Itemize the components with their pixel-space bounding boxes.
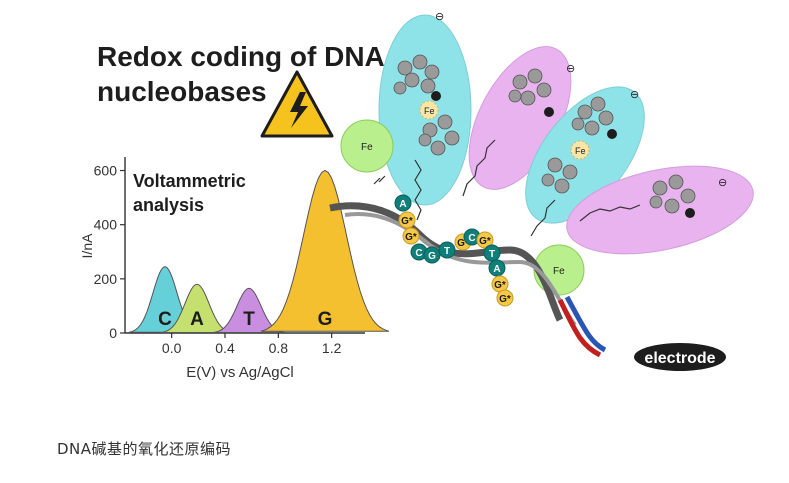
cage-clusters bbox=[393, 54, 696, 218]
x-tick-label: 0.4 bbox=[215, 340, 235, 356]
x-tick-label: 0.8 bbox=[269, 340, 289, 356]
peak-A bbox=[160, 283, 234, 333]
figure-title-line1: Redox coding of DNA bbox=[97, 41, 385, 72]
peak-label-T: T bbox=[243, 309, 255, 330]
peak-label-G: G bbox=[318, 309, 333, 330]
charge-4: ⊖ bbox=[718, 177, 727, 189]
ferrocene-circle-1 bbox=[340, 119, 394, 173]
ferrocene-label-2: Fe bbox=[553, 266, 565, 277]
y-axis-label: I/nA bbox=[79, 233, 95, 259]
warning-icon bbox=[260, 70, 334, 138]
peak-label-C: C bbox=[158, 309, 172, 330]
iron-label-1: Fe bbox=[424, 106, 435, 116]
base-bead bbox=[483, 244, 501, 262]
iron-atom-1 bbox=[419, 100, 439, 120]
base-label: G* bbox=[405, 232, 417, 243]
charge-3: ⊖ bbox=[630, 89, 639, 101]
y-tick-label: 0 bbox=[109, 325, 117, 341]
base-label: G* bbox=[401, 216, 413, 227]
iron-label-2: Fe bbox=[575, 146, 586, 156]
y-tick-label: 600 bbox=[94, 163, 118, 179]
ferrocene-label-1: Fe bbox=[361, 142, 373, 153]
electrode: electrode bbox=[634, 343, 726, 371]
base-label: G bbox=[428, 251, 436, 262]
chart-title-line2: analysis bbox=[133, 195, 205, 215]
base-bead bbox=[476, 231, 494, 249]
base-label: T bbox=[444, 246, 450, 257]
chart-title-line1: Voltammetric bbox=[133, 171, 246, 191]
base-bead bbox=[394, 194, 412, 212]
base-bead bbox=[488, 259, 506, 277]
figure-caption: DNA碱基的氧化还原编码 bbox=[57, 440, 232, 458]
base-bead bbox=[398, 211, 416, 229]
electrode-label: electrode bbox=[644, 350, 715, 367]
y-tick-label: 400 bbox=[94, 217, 118, 233]
base-bead bbox=[402, 227, 420, 245]
base-label: G* bbox=[494, 280, 506, 291]
y-tick-label: 200 bbox=[94, 271, 118, 287]
base-label: G* bbox=[499, 294, 511, 305]
base-label: A bbox=[399, 199, 406, 210]
x-axis-label: E(V) vs Ag/AgCl bbox=[186, 364, 294, 381]
base-label: G* bbox=[457, 238, 469, 249]
peak-label-A: A bbox=[190, 309, 204, 330]
carborane-cluster-ellipses bbox=[340, 14, 754, 296]
peak-G bbox=[260, 169, 390, 332]
charge-2: ⊖ bbox=[566, 63, 575, 75]
purple-ellipse-2 bbox=[566, 165, 754, 255]
base-label: C bbox=[415, 248, 422, 259]
dna-strand bbox=[329, 202, 607, 358]
x-tick-label: 0.0 bbox=[162, 340, 182, 356]
base-bead bbox=[423, 246, 441, 264]
base-bead bbox=[496, 289, 514, 307]
base-bead bbox=[438, 241, 456, 259]
base-label: C bbox=[468, 233, 475, 244]
base-label: T bbox=[489, 249, 495, 260]
base-label: A bbox=[493, 264, 500, 275]
iron-atom-2 bbox=[570, 140, 590, 160]
charge-1: ⊖ bbox=[435, 11, 444, 23]
x-tick-label: 1.2 bbox=[322, 340, 342, 356]
figure-title-line2: nucleobases bbox=[97, 76, 267, 107]
base-label: G* bbox=[479, 236, 491, 247]
